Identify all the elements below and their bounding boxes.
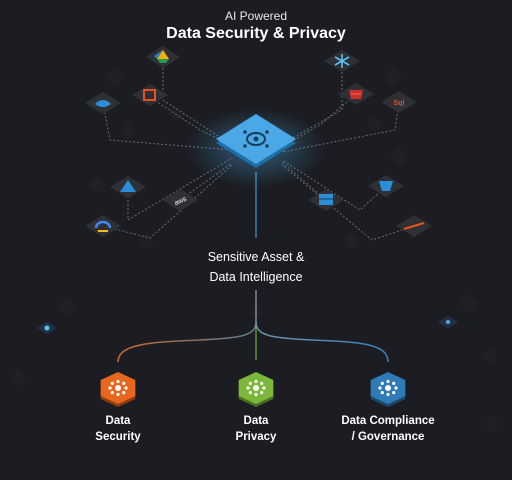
outcome-label-line2: Security: [95, 431, 141, 443]
svg-text:aws: aws: [174, 195, 189, 207]
hub-label-line2: Data Intelligence: [209, 270, 303, 284]
sql-icon: Sql: [381, 91, 417, 113]
azure-storage-icon: [85, 92, 121, 114]
outcome-label-line2: / Governance: [351, 431, 425, 443]
data-security-hub-icon: [100, 372, 136, 407]
outcome-label-compliance: Data Compliance / Governance: [318, 413, 458, 445]
oracle-icon: [396, 215, 432, 237]
outcome-label-line2: Privacy: [235, 431, 277, 443]
redshift-icon: [338, 83, 374, 105]
aws-s3-icon: [368, 175, 404, 197]
outcome-label-security: Data Security: [58, 413, 178, 445]
floating-accents: [37, 316, 458, 334]
gcp-icon: [85, 215, 121, 237]
hub-network-icon: [243, 130, 269, 148]
snowflake-icon: [324, 50, 360, 72]
outcome-label-line1: Data Compliance: [341, 415, 435, 427]
outcome-label-line1: Data: [243, 415, 269, 427]
outcome-label-privacy: Data Privacy: [196, 413, 316, 445]
svg-text:Sql: Sql: [394, 100, 405, 107]
office-365-icon: [132, 84, 168, 106]
page-subtitle: AI Powered: [224, 9, 288, 23]
page-title: Data Security & Privacy: [166, 25, 346, 42]
source-tiles-right: Sql: [308, 50, 432, 237]
outcome-label-line1: Data: [105, 415, 131, 427]
background-decor: [10, 67, 500, 432]
outcome-hubs: [100, 372, 406, 407]
hub-label: Sensitive Asset & Data Intelligence: [156, 247, 356, 287]
data-privacy-hub-icon: [238, 372, 274, 407]
source-tiles: aws: [85, 46, 198, 237]
aws-icon: aws: [162, 189, 198, 211]
data-compliance-hub-icon: [370, 372, 406, 407]
hub-label-line1: Sensitive Asset &: [207, 250, 305, 264]
google-drive-icon: [146, 46, 180, 68]
central-hub: [186, 108, 326, 188]
database-icon: [308, 189, 344, 211]
azure-icon: [110, 176, 146, 198]
